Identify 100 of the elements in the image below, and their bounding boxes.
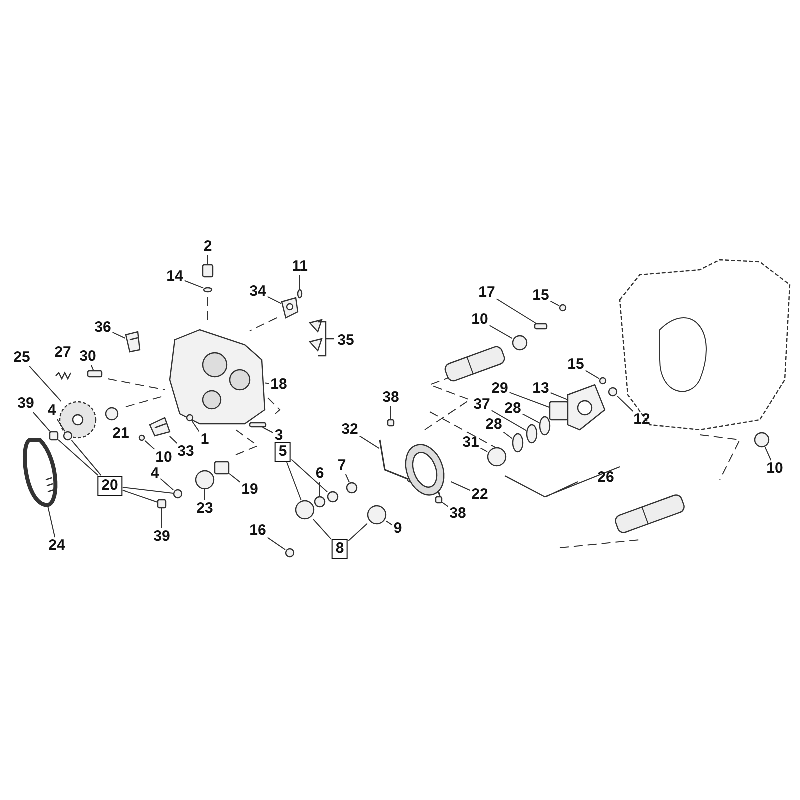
leader-line (204, 489, 206, 501)
leader-line (184, 280, 204, 289)
leader-line (489, 325, 513, 340)
callout-number: 3 (274, 428, 284, 444)
callout-number: 2 (202, 239, 214, 255)
bearing-drawing (512, 335, 528, 351)
sensor-drawing (149, 417, 171, 437)
bolt-drawing (157, 499, 167, 509)
boxed-callout-number: 5 (274, 442, 292, 462)
dowel-pin-drawing (186, 414, 194, 422)
leader-line (291, 459, 328, 493)
leader-line (390, 406, 392, 420)
callout-number: 36 (94, 320, 112, 336)
leader-line (122, 490, 158, 503)
plug-drawing (202, 264, 214, 278)
leader-line (56, 419, 66, 432)
callout-number: 6 (314, 466, 326, 482)
callout-number: 30 (78, 349, 98, 365)
callout-number: 10 (154, 450, 174, 466)
o-ring-drawing (346, 482, 358, 494)
callout-number: 12 (632, 412, 652, 428)
leader-line (47, 505, 56, 538)
leader-line (313, 519, 332, 540)
leader-line (229, 473, 241, 483)
sprocket-drawing (195, 470, 215, 490)
leader-line (496, 298, 537, 324)
callout-number: 13 (532, 381, 550, 397)
washer-drawing (173, 489, 183, 499)
leader-line (764, 447, 772, 461)
leader-line (262, 427, 274, 434)
leader-line (585, 370, 600, 380)
boxed-callout-number: 20 (98, 476, 122, 496)
callout-number: 4 (46, 403, 58, 419)
leader-line (144, 440, 156, 450)
o-ring-drawing (608, 387, 618, 397)
callout-number: 33 (176, 444, 196, 460)
sprocket-drawing (405, 444, 445, 496)
leader-line (122, 487, 174, 494)
leader-line (522, 414, 540, 424)
callout-number: 18 (270, 377, 288, 393)
leader-line (267, 296, 282, 304)
o-ring-drawing (203, 287, 213, 293)
retaining-ring-drawing (526, 424, 538, 444)
o-ring-drawing (138, 434, 146, 442)
callout-number: 25 (12, 350, 32, 366)
leader-line (617, 396, 634, 412)
bracket-part-drawing (281, 297, 299, 319)
bearing-drawing (295, 500, 315, 520)
callout-number: 39 (152, 529, 172, 545)
callout-number: 28 (504, 401, 522, 417)
callout-number: 4 (150, 466, 160, 482)
callout-number: 15 (532, 288, 550, 304)
leader-line (160, 478, 174, 491)
leader-line (348, 523, 368, 542)
leader-line (442, 502, 449, 508)
leader-line (345, 474, 350, 483)
leader-line (386, 520, 393, 526)
leader-line (450, 482, 471, 491)
callout-number: 29 (490, 381, 510, 397)
o-ring-drawing (599, 377, 607, 385)
pump-housing-drawing (567, 384, 606, 431)
callout-number: 21 (112, 426, 130, 442)
callout-number: 31 (462, 435, 480, 451)
leader-line (91, 365, 94, 371)
leader-line (550, 392, 568, 400)
callout-number: 10 (470, 312, 490, 328)
leader-line (29, 366, 62, 402)
callout-number: 27 (54, 345, 72, 361)
bushing-drawing (214, 461, 230, 475)
leader-line (550, 300, 560, 307)
callout-number: 24 (48, 538, 66, 554)
washer-drawing (63, 431, 73, 441)
bearing-drawing (487, 447, 507, 467)
leader-line (509, 392, 550, 408)
pin-drawing (87, 370, 103, 378)
callout-number: 38 (382, 390, 400, 406)
screw-drawing (435, 496, 443, 504)
leader-line (359, 436, 380, 450)
leader-line (58, 440, 99, 476)
callout-number: 34 (248, 284, 268, 300)
bolt-drawing (49, 431, 59, 441)
guide-part-drawing (125, 331, 141, 353)
leader-line (491, 410, 527, 432)
leader-line (267, 537, 286, 550)
callout-number: 37 (472, 397, 492, 413)
leader-line (480, 448, 488, 452)
leader-line (286, 462, 302, 501)
leader-line (192, 421, 200, 432)
spring-drawing (56, 372, 72, 380)
callout-number: 10 (766, 461, 784, 477)
boxed-callout-number: 8 (332, 539, 348, 559)
bushing-drawing (549, 401, 569, 421)
leader-line (169, 436, 178, 444)
seal-drawing (367, 505, 387, 525)
washer-drawing (327, 491, 339, 503)
callout-number: 9 (392, 521, 404, 537)
thrust-washer-drawing (512, 433, 524, 453)
callout-number: 15 (566, 357, 586, 373)
leader-line (71, 440, 102, 476)
callout-number: 19 (240, 482, 260, 498)
